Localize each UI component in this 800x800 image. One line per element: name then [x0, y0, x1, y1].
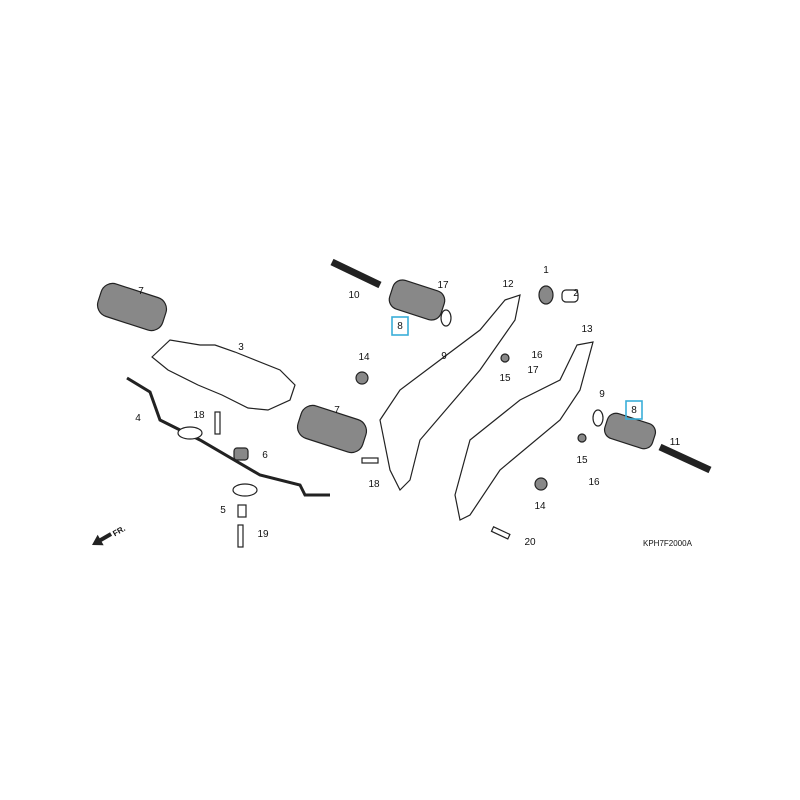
callout-14: 14 — [534, 501, 546, 512]
collar-5 — [237, 504, 247, 518]
callout-8: 8 — [397, 321, 403, 332]
callout-6: 6 — [262, 450, 268, 461]
footpeg-rubber-7-right — [296, 404, 368, 454]
footpeg-rubber-8-lower — [603, 412, 657, 450]
callout-17: 17 — [437, 280, 449, 291]
callout-18: 18 — [368, 479, 380, 490]
callout-4: 4 — [135, 413, 141, 424]
nut-14a — [355, 371, 369, 385]
callout-12: 12 — [502, 279, 514, 290]
collar-2 — [561, 289, 579, 303]
bolt-18b — [361, 457, 379, 464]
callout-1: 1 — [543, 265, 549, 276]
footpeg-rubber-7-left — [96, 282, 168, 332]
washer-9 — [440, 309, 452, 327]
callout-10: 10 — [348, 290, 360, 301]
callout-11: 11 — [670, 437, 681, 448]
callout-14: 14 — [358, 352, 370, 363]
callout-17: 17 — [527, 365, 539, 376]
pin-11 — [658, 443, 712, 474]
front-direction-arrow: FR. — [92, 524, 127, 546]
svg-text:FR.: FR. — [111, 524, 127, 538]
pin-10 — [330, 258, 382, 289]
bolt-19 — [237, 524, 244, 548]
drawing-code: KPH7F2000A — [643, 539, 693, 548]
nut-14b — [534, 477, 548, 491]
callout-2: 2 — [573, 288, 579, 299]
callout-15: 15 — [576, 455, 588, 466]
nut-15a — [500, 353, 510, 363]
callout-16: 16 — [588, 477, 600, 488]
nut-15b — [577, 433, 587, 443]
bolt-18 — [214, 411, 221, 435]
callout-19: 19 — [257, 529, 269, 540]
callout-7: 7 — [334, 405, 340, 416]
bushing-1 — [538, 285, 554, 305]
stay-bar-4 — [126, 376, 330, 497]
callout-20: 20 — [524, 537, 536, 548]
callout-9: 9 — [441, 351, 447, 362]
callout-3: 3 — [238, 342, 244, 353]
callout-13: 13 — [581, 324, 593, 335]
step-holder-13 — [454, 341, 594, 521]
callout-9: 9 — [599, 389, 605, 400]
callout-16: 16 — [531, 350, 543, 361]
bolt-20 — [490, 526, 511, 540]
bracket-plate-3 — [151, 339, 296, 411]
washer-9b — [592, 409, 604, 427]
callout-5: 5 — [220, 505, 226, 516]
callout-7: 7 — [138, 286, 144, 297]
footpeg-rubber-8-upper — [388, 279, 446, 321]
step-holder-12 — [379, 294, 521, 492]
rubber-6 — [233, 447, 249, 461]
highlight-box-8-lower — [625, 400, 643, 420]
callout-15: 15 — [499, 373, 511, 384]
callout-8: 8 — [631, 405, 637, 416]
highlight-box-8-upper — [391, 316, 409, 336]
callout-18: 18 — [193, 410, 205, 421]
